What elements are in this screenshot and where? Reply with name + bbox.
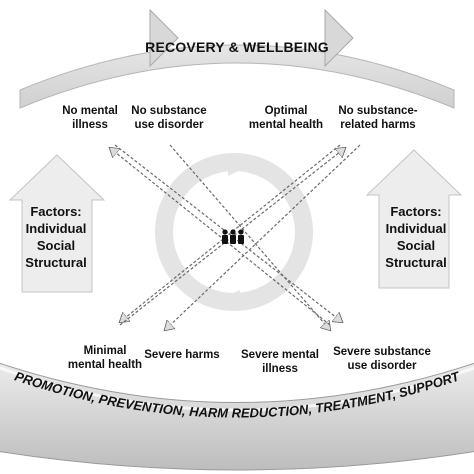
right-factor-arrow — [365, 149, 463, 289]
arrow-f — [110, 148, 331, 326]
arrow-b — [169, 144, 330, 330]
top-label-optimal-mental-health: Optimal mental health — [248, 105, 324, 132]
cycle-arrowhead-bottom — [218, 290, 240, 310]
bottom-label-severe-harms: Severe harms — [144, 349, 220, 361]
top-label-no-mental-illness: No mental illness — [62, 105, 118, 132]
top-arc-band — [19, 44, 455, 109]
arrow-e — [119, 148, 345, 326]
arrow-a — [114, 144, 342, 322]
bottom-label-severe-mental-illness: Severe mental illness — [241, 349, 319, 376]
left-factor-arrow — [8, 154, 106, 293]
people-group-icon — [222, 229, 244, 244]
top-label-no-substance-use-disorder: No substance use disorder — [131, 105, 207, 132]
bottom-label-minimal-mental-health: Minimal mental health — [67, 345, 143, 372]
bottom-promotion-text: PROMOTION, PREVENTION, HARM REDUCTION, T… — [13, 368, 462, 420]
cycle-arrowhead-top — [228, 155, 250, 176]
arrow-c — [120, 144, 341, 322]
crossing-arrows — [110, 144, 361, 330]
diagram-title: RECOVERY & WELLBEING — [145, 39, 329, 55]
top-label-no-substance-related-harms: No substance- related harms — [338, 105, 418, 132]
right-factors-text: Factors: Individual Social Structural — [385, 204, 447, 270]
bottom-band-inner-edge — [0, 366, 474, 412]
bottom-label-severe-substance-use-disorder: Severe substance use disorder — [333, 346, 431, 373]
bottom-promotion-textpath: PROMOTION, PREVENTION, HARM REDUCTION, T… — [13, 368, 462, 420]
bottom-arc-band — [0, 362, 474, 471]
top-arc-arrowhead-right — [324, 8, 354, 68]
top-arc-arrowhead-left — [149, 8, 179, 68]
left-factors-text: Factors: Individual Social Structural — [25, 204, 87, 270]
